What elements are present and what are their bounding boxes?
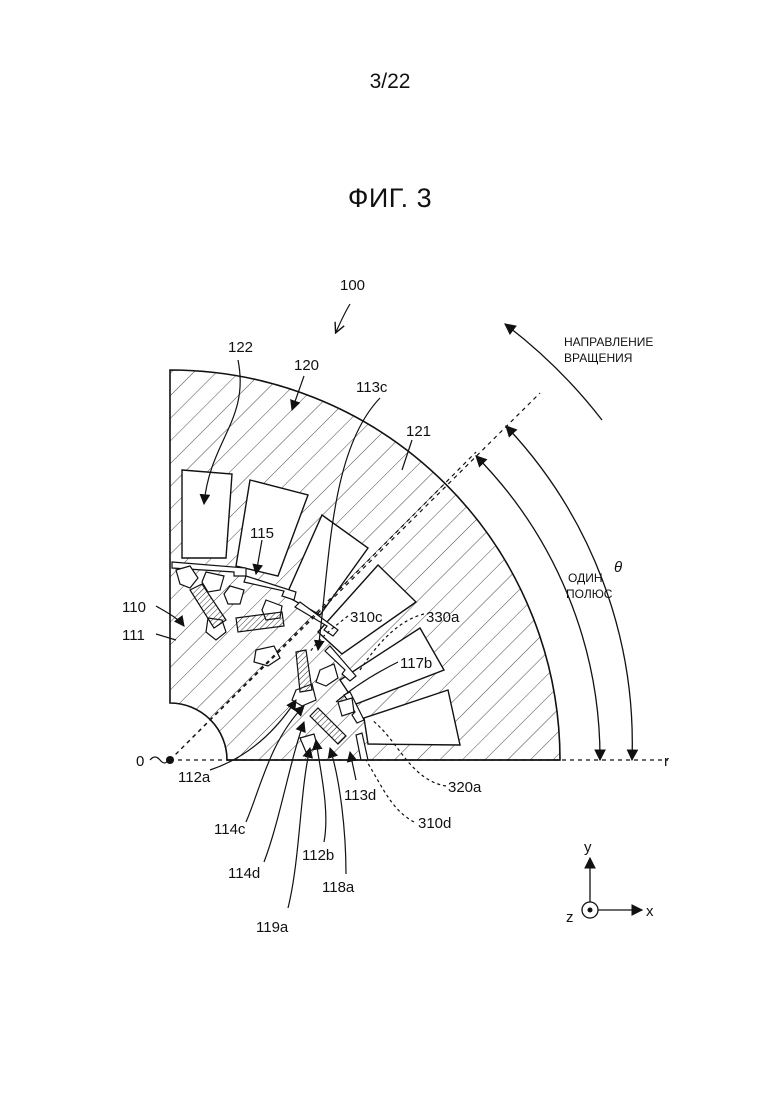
theta-symbol: θ bbox=[614, 559, 622, 576]
leader-119a bbox=[288, 748, 310, 908]
axis-label-z: z bbox=[566, 909, 574, 926]
coordinate-axes bbox=[582, 858, 642, 918]
label-115: 115 bbox=[250, 525, 274, 542]
rotation-caption-line2: ВРАЩЕНИЯ bbox=[564, 351, 632, 365]
label-320a: 320a bbox=[448, 779, 482, 796]
label-118a: 118a bbox=[322, 879, 355, 896]
label-111: 111 bbox=[122, 627, 145, 644]
label-110: 110 bbox=[122, 599, 146, 616]
label-113c: 113c bbox=[356, 379, 388, 396]
label-112b: 112b bbox=[302, 847, 334, 864]
pole-caption-line1: ОДИН bbox=[568, 571, 603, 585]
axis-label-x: x bbox=[646, 903, 654, 920]
z-axis-dot bbox=[588, 908, 593, 913]
label-100: 100 bbox=[340, 277, 365, 294]
label-114c: 114c bbox=[214, 821, 246, 838]
label-120: 120 bbox=[294, 357, 319, 374]
captions: НАПРАВЛЕНИЕ ВРАЩЕНИЯ ОДИН ПОЛЮС θ bbox=[564, 335, 653, 601]
label-r: r bbox=[664, 753, 669, 770]
label-310d: 310d bbox=[418, 815, 451, 832]
label-122: 122 bbox=[228, 339, 253, 356]
label-119a: 119a bbox=[256, 919, 289, 936]
axis-label-y: y bbox=[584, 839, 592, 856]
label-117b: 117b bbox=[400, 655, 432, 672]
label-310c: 310c bbox=[350, 609, 383, 626]
label-113d: 113d bbox=[344, 787, 376, 804]
label-112a: 112a bbox=[178, 769, 211, 786]
label-121: 121 bbox=[406, 423, 431, 440]
label-330a: 330a bbox=[426, 609, 460, 626]
origin-leader bbox=[150, 757, 168, 763]
label-0: 0 bbox=[136, 753, 144, 770]
origin-dot bbox=[166, 756, 174, 764]
rotation-caption-line1: НАПРАВЛЕНИЕ bbox=[564, 335, 653, 349]
pole-caption-line2: ПОЛЮС bbox=[566, 587, 613, 601]
label-114d: 114d bbox=[228, 865, 260, 882]
leader-100 bbox=[336, 304, 350, 332]
